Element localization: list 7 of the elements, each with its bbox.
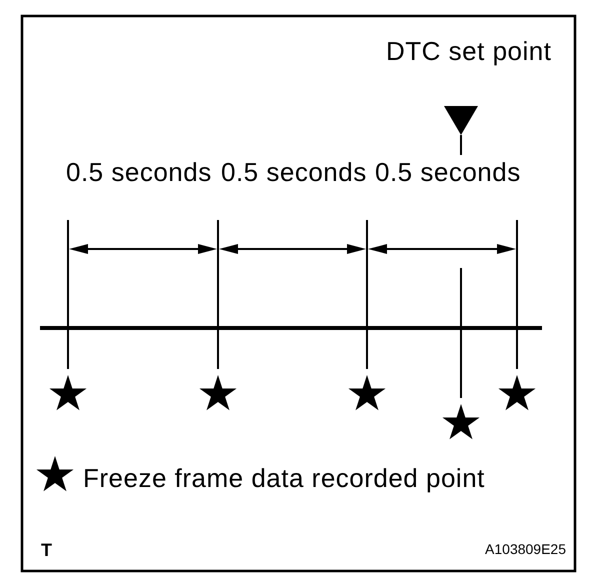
set-point-label: DTC set point bbox=[386, 37, 552, 67]
interval-label: 0.5 seconds bbox=[66, 158, 212, 188]
legend-text: Freeze frame data recorded point bbox=[83, 464, 485, 494]
figure-number: A103809E25 bbox=[485, 541, 566, 558]
corner-letter: T bbox=[41, 540, 52, 561]
interval-label: 0.5 seconds bbox=[221, 158, 367, 188]
interval-label: 0.5 seconds bbox=[375, 158, 521, 188]
